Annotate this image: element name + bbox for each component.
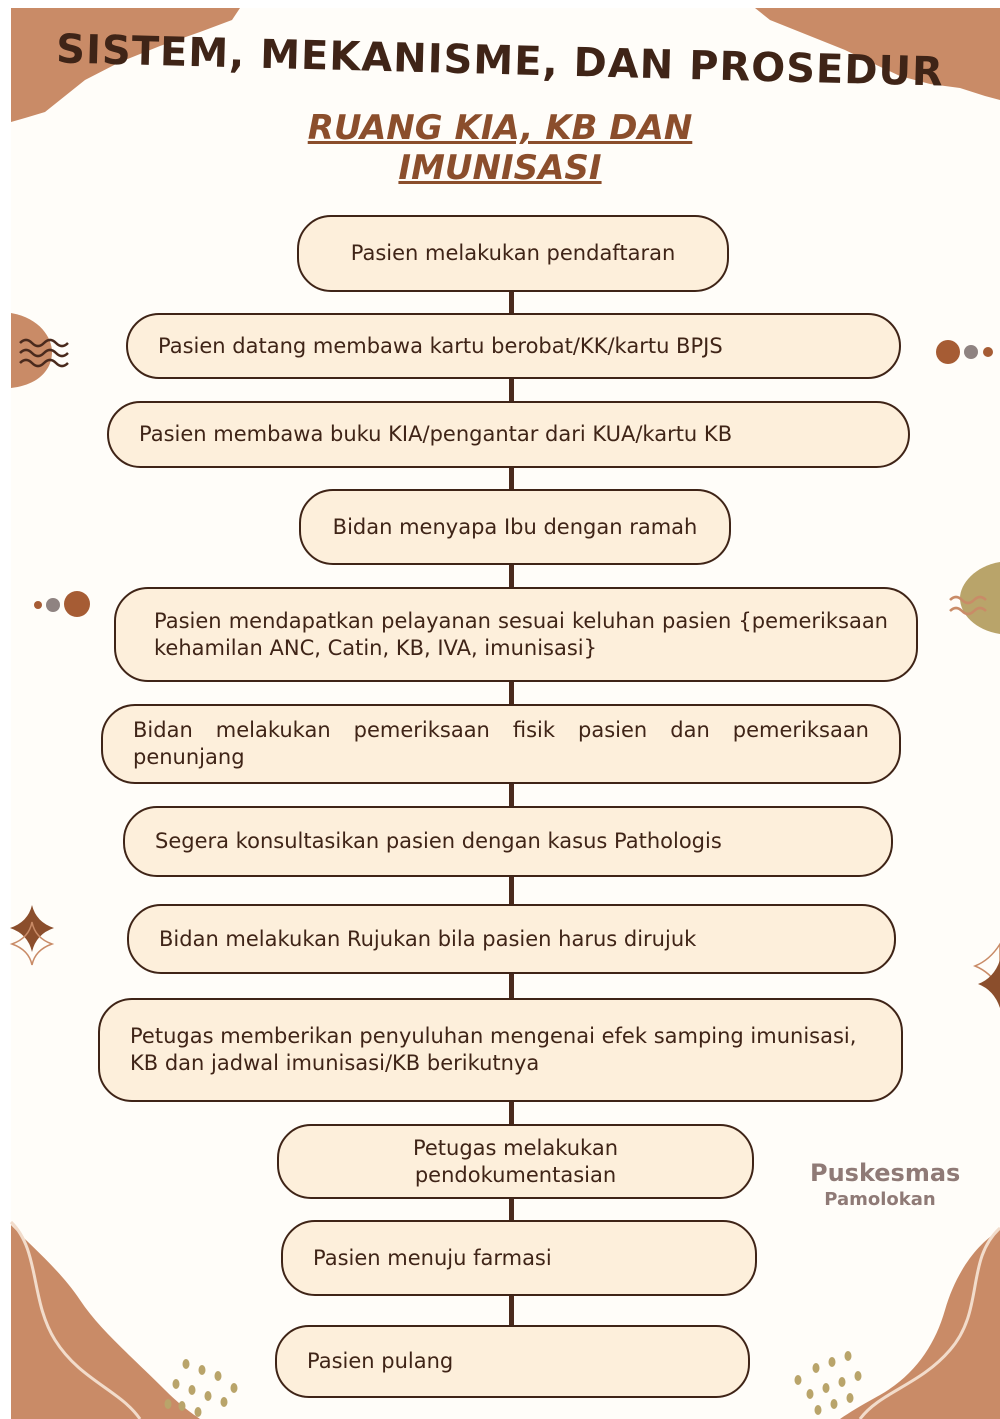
- dots-icon-left: [34, 591, 90, 617]
- half-circle-left-fill: [11, 313, 52, 388]
- blob-bottom-left: [11, 1225, 200, 1419]
- flow-step-12: Pasien pulang: [275, 1325, 750, 1398]
- line-bottom-left: [9, 1220, 142, 1419]
- brand-line-2: Pamolokan: [824, 1189, 936, 1210]
- torn-paper-top-left: [11, 8, 240, 122]
- brand-line-1: Puskesmas: [810, 1159, 961, 1187]
- sparkle-icon-right: [972, 942, 1000, 1008]
- flow-step-8: Bidan melakukan Rujukan bila pasien haru…: [127, 904, 896, 974]
- blob-bottom-right: [840, 1230, 1000, 1419]
- flow-step-9: Petugas memberikan penyuluhan mengenai e…: [98, 998, 903, 1102]
- flow-step-7: Segera konsultasikan pasien dengan kasus…: [123, 806, 893, 877]
- flow-step-4: Bidan menyapa Ibu dengan ramah: [299, 489, 731, 565]
- dot-cluster-bottom-right: [794, 1351, 862, 1415]
- wave-icon-right: [949, 595, 987, 616]
- puskesmas-brand: Puskesmas Pamolokan: [810, 1158, 961, 1212]
- flow-step-1: Pasien melakukan pendaftaran: [297, 215, 729, 292]
- torn-paper-top-right: [755, 8, 1000, 100]
- sparkle-icon-left: [9, 905, 55, 966]
- dots-icon-right: [936, 340, 993, 364]
- flow-step-2: Pasien datang membawa kartu berobat/KK/k…: [126, 313, 901, 379]
- line-bottom-right: [858, 1226, 1000, 1419]
- flow-step-3: Pasien membawa buku KIA/pengantar dari K…: [107, 401, 910, 468]
- flow-step-10: Petugas melakukan pendokumentasian: [277, 1124, 754, 1199]
- flow-step-5: Pasien mendapatkan pelayanan sesuai kelu…: [114, 587, 918, 682]
- flow-step-6: Bidan melakukan pemeriksaan fisik pasien…: [101, 704, 901, 784]
- dot-cluster-bottom-left: [164, 1359, 238, 1417]
- subtitle-line-1: RUANG KIA, KB DAN: [307, 108, 693, 148]
- subtitle-line-2: IMUNISASI: [398, 148, 602, 188]
- wave-icon-left: [19, 338, 69, 368]
- poster-subtitle: RUANG KIA, KB DAN IMUNISASI: [0, 108, 1000, 188]
- flow-step-11: Pasien menuju farmasi: [281, 1220, 757, 1296]
